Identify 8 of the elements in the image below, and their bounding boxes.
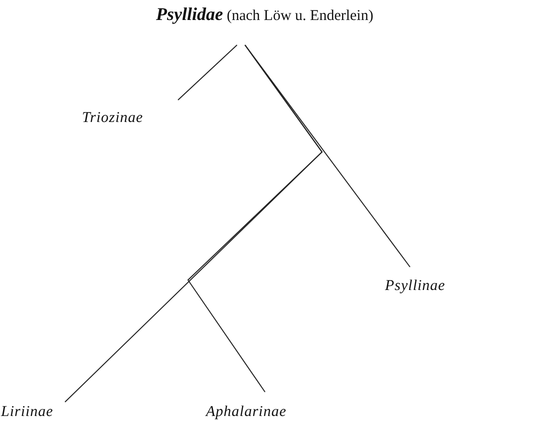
root-taxon-label: Psyllidae (nach Löw u. Enderlein) <box>156 8 374 24</box>
tree-branch-line <box>178 44 238 100</box>
taxon-label: Psyllinae <box>385 278 446 294</box>
taxon-label: Liriinae <box>1 404 54 420</box>
tree-branch-line <box>187 44 323 392</box>
taxon-label: Aphalarinae <box>206 404 286 420</box>
taxon-label: Triozinae <box>82 110 144 126</box>
tree-branch-line <box>244 44 410 268</box>
